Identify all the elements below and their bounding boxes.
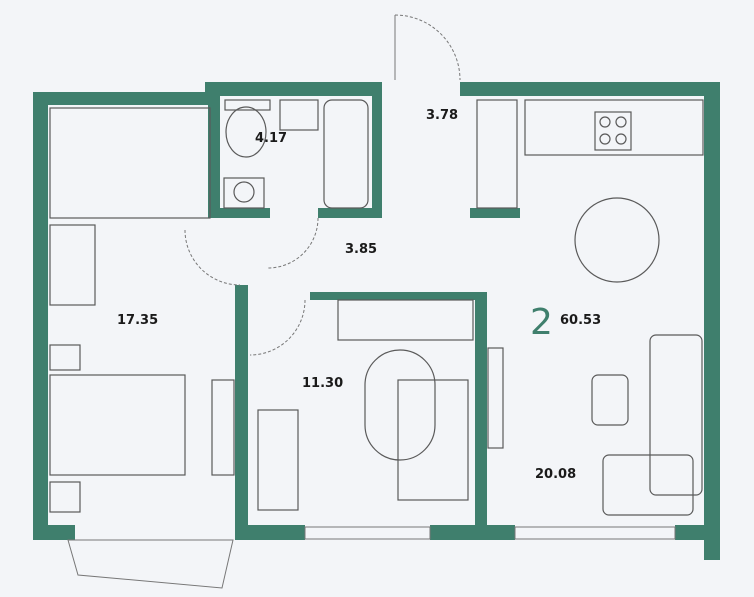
area-bedroom-small: 11.30 <box>302 376 344 391</box>
total-area: 60.53 <box>560 313 602 328</box>
walls <box>33 82 720 560</box>
rooms-count: 2 <box>530 302 553 343</box>
area-bedroom-large: 17.35 <box>117 313 159 328</box>
furniture <box>49 99 704 516</box>
windows-doors <box>67 14 676 589</box>
area-hallway: 3.85 <box>345 242 378 257</box>
area-bathroom: 4.17 <box>255 131 288 146</box>
area-entrance: 3.78 <box>426 108 459 123</box>
area-kitchen-living: 20.08 <box>535 467 577 482</box>
